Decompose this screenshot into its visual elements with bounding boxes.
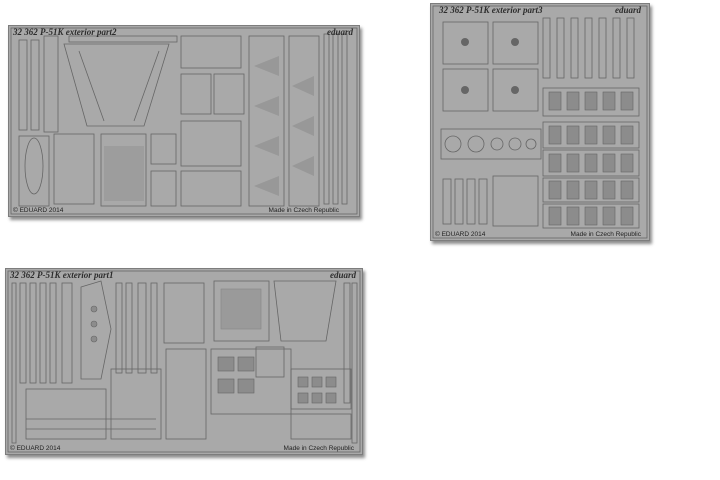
fret-part2-artwork — [10, 27, 358, 215]
fret-number: 32 362 — [439, 5, 464, 15]
copyright-text: © EDUARD 2014 — [10, 445, 61, 452]
brand-logo: eduard — [326, 27, 353, 37]
fret-title: 32 362 P-51K exterior part2 — [13, 27, 117, 37]
fret-title: 32 362 P-51K exterior part3 — [439, 5, 543, 15]
fret-number: 32 362 — [13, 27, 38, 37]
photo-etch-fret-part1: 32 362 P-51K exterior part1 eduard © EDU… — [5, 268, 363, 455]
origin-text: Made in Czech Republic — [570, 231, 641, 238]
copyright-text: © EDUARD 2014 — [13, 207, 64, 214]
origin-text: Made in Czech Republic — [283, 445, 354, 452]
photo-etch-fret-part2: 32 362 P-51K exterior part2 eduard © EDU… — [8, 25, 360, 217]
fret-part: part2 — [97, 27, 117, 37]
photo-etch-fret-part3: 32 362 P-51K exterior part3 eduard © EDU… — [430, 3, 650, 241]
fret-part: part1 — [94, 270, 114, 280]
fret-name: P-51K exterior — [40, 27, 95, 37]
fret-name: P-51K exterior — [37, 270, 92, 280]
fret-part3-artwork — [432, 5, 648, 239]
fret-part: part3 — [523, 5, 543, 15]
brand-logo: eduard — [329, 270, 356, 280]
fret-number: 32 362 — [10, 270, 35, 280]
fret-name: P-51K exterior — [466, 5, 521, 15]
fret-part1-artwork — [7, 270, 361, 453]
brand-logo: eduard — [614, 5, 641, 15]
copyright-text: © EDUARD 2014 — [435, 231, 486, 238]
origin-text: Made in Czech Republic — [268, 207, 339, 214]
fret-title: 32 362 P-51K exterior part1 — [10, 270, 114, 280]
